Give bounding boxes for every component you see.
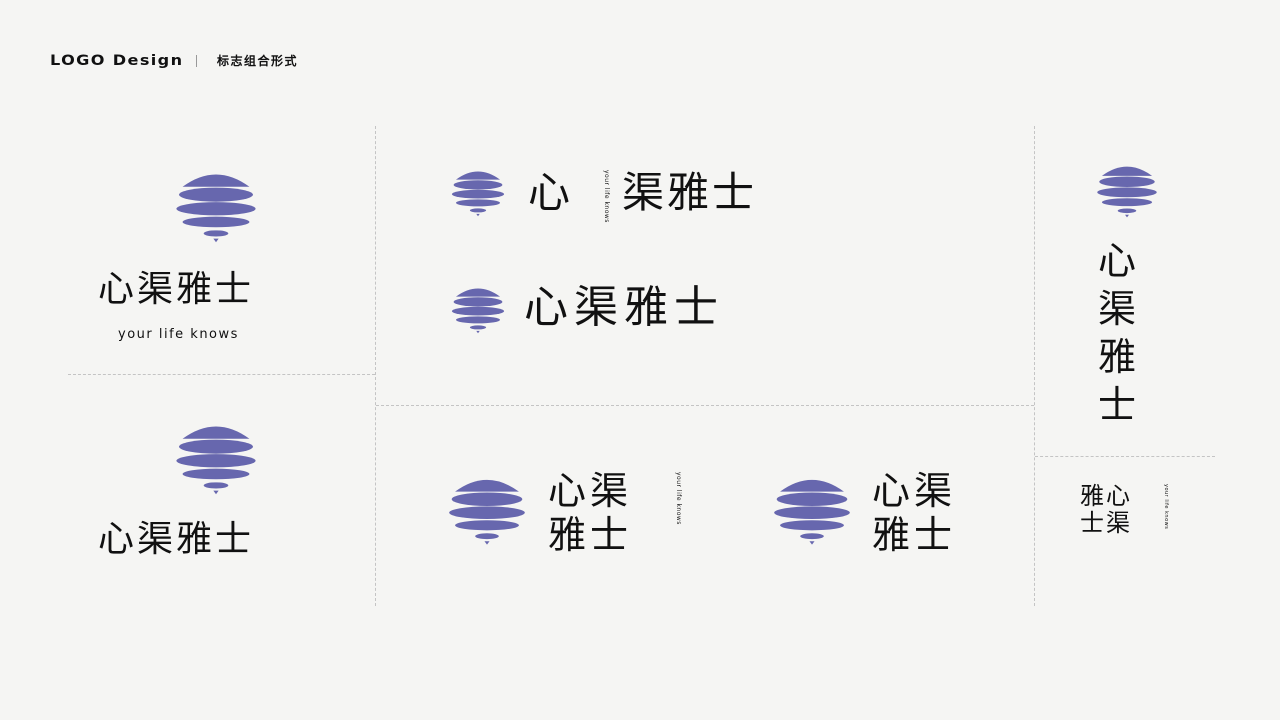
divider-horizontal-right [1035,456,1215,457]
wordmark-char: 心 [548,469,587,513]
divider-horizontal-left [68,374,375,375]
wordmark: 心渠雅士 [98,269,255,310]
emblem-icon [1094,160,1160,222]
divider-vertical-left [375,126,376,606]
wordmark: 心渠雅士 [524,282,724,333]
wordmark-char: 雅 [872,513,911,557]
wordmark-char: 士 [914,513,953,557]
wordmark-vertical: 心 渠 雅 士 [1098,242,1136,424]
vertical-tagline: your life knows [1163,484,1169,530]
emblem-icon [770,472,854,550]
vertical-tagline: your life knows [675,472,682,525]
tagline: your life knows [118,327,239,342]
wordmark-char: 心 [528,168,573,217]
wordmark-char: 渠 [1106,509,1130,537]
emblem-icon [449,166,507,220]
wordmark-char: 渠 [622,168,668,217]
wordmark-char: 士 [1080,509,1104,537]
emblem-icon [172,166,260,248]
divider-vertical-right [1034,126,1035,606]
wordmark-char: 渠 [914,469,953,513]
wordmark-char: 雅 [1098,335,1137,379]
wordmark-stacked: 心 渠 雅 士 [872,472,952,554]
wordmark: 心渠雅士 [98,519,255,560]
wordmark-stacked-compact: 雅 心 士 渠 [1080,484,1130,535]
wordmark-char: 雅 [548,513,587,557]
wordmark-char: 渠 [1098,287,1137,331]
wordmark-char: 雅 [667,168,713,217]
wordmark-char: 心 [872,469,911,513]
wordmark-char: 士 [1098,383,1137,427]
emblem-icon [449,283,507,337]
wordmark-rest: 渠雅士 [622,172,757,214]
wordmark-char: 渠 [590,469,629,513]
vertical-tagline: your life knows [603,170,610,223]
header-divider [196,54,198,67]
header-title-cn: 标志组合形式 [217,54,299,68]
wordmark-char: 心 [1106,482,1130,510]
emblem-icon [172,418,260,500]
wordmark-char: 士 [590,513,629,557]
wordmark-char: 心 [1098,239,1137,283]
header-title-en: LOGO Design [50,52,184,69]
wordmark-char: 雅 [1080,482,1104,510]
divider-horizontal-middle [376,405,1034,406]
wordmark-char: 士 [712,168,758,217]
wordmark-stacked: 心 渠 雅 士 [548,472,628,554]
emblem-icon [445,472,529,550]
page-header: LOGO Design 标志组合形式 [50,52,298,69]
